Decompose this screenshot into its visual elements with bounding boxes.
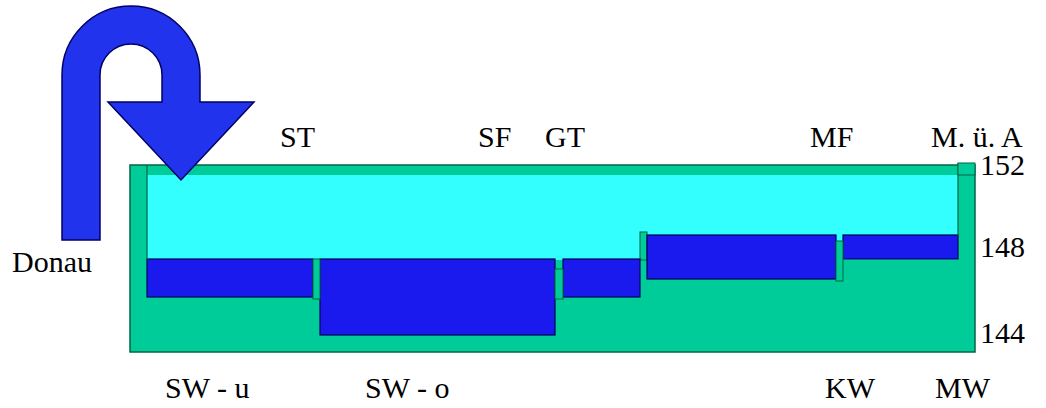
river-name: Donau	[12, 247, 92, 277]
zone-label: ST	[280, 122, 315, 152]
zone-mw	[843, 235, 958, 259]
zone-kw	[647, 235, 836, 279]
elevation-tick: 144	[980, 318, 1025, 348]
basin-label: SW - o	[365, 373, 449, 403]
zone-label: MF	[810, 122, 853, 152]
ground	[130, 165, 975, 352]
sill	[555, 269, 563, 299]
basin-label: MW	[935, 373, 990, 403]
zone-sw-o	[320, 259, 555, 335]
zone-label: GT	[545, 122, 585, 152]
basin-label: SW - u	[165, 373, 249, 403]
sill	[313, 259, 320, 299]
elevation-tick: 148	[980, 232, 1025, 262]
step	[640, 232, 647, 260]
zone-sw-u	[147, 259, 313, 297]
inflow-arrow	[62, 6, 254, 240]
basin-label: KW	[825, 373, 875, 403]
axis-title: M. ü. A	[931, 122, 1023, 152]
zone-label: SF	[478, 122, 511, 152]
zone-gt	[563, 259, 640, 297]
sill	[836, 241, 843, 281]
elevation-tick: 152	[980, 150, 1025, 180]
